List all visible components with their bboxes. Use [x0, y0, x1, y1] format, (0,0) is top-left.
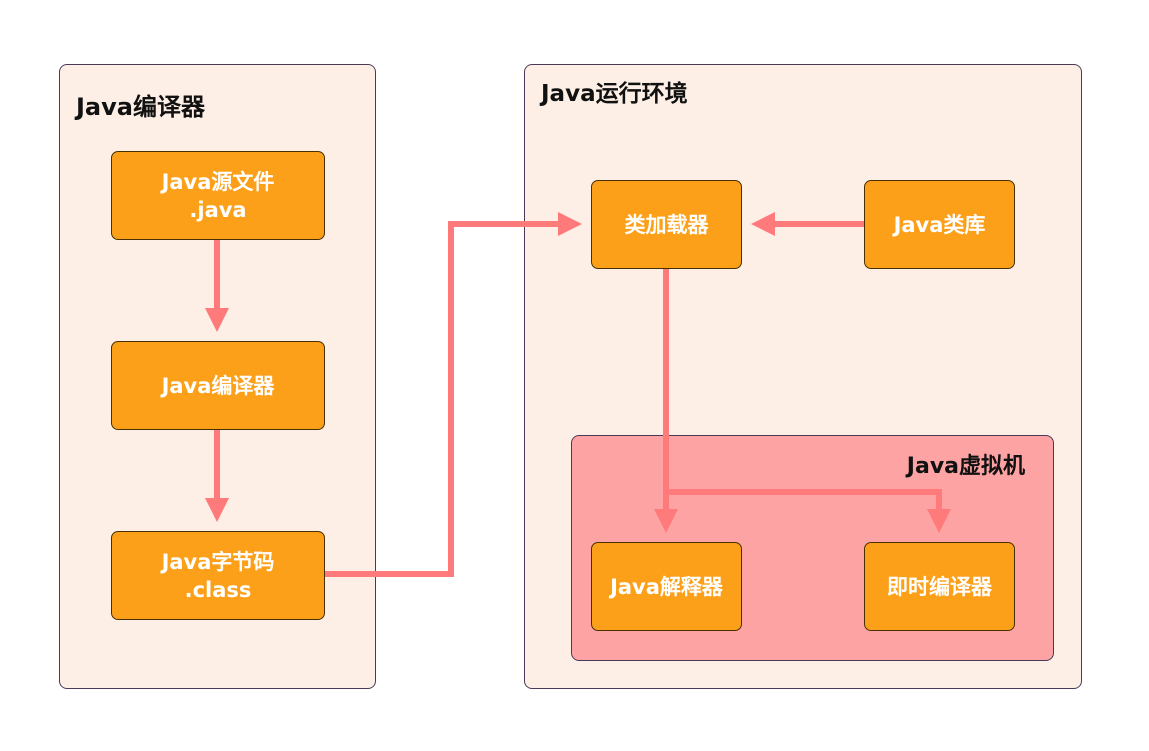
java-bytecode-node: Java字节码 .class [111, 531, 325, 620]
jit-compiler-label: 即时编译器 [887, 574, 992, 599]
jit-compiler-node: 即时编译器 [864, 542, 1015, 631]
java-virtual-machine-group-title: Java虚拟机 [906, 454, 1025, 479]
java-compiler-node: Java编译器 [111, 341, 325, 430]
java-source-file-extension: .java [189, 197, 247, 222]
java-compiler-label: Java编译器 [161, 373, 275, 398]
java-compiler-group-title: Java编译器 [76, 93, 205, 121]
java-interpreter-node: Java解释器 [591, 542, 742, 631]
class-loader-node: 类加载器 [591, 180, 742, 269]
java-interpreter-label: Java解释器 [610, 574, 723, 599]
java-class-library-label: Java类库 [893, 212, 986, 237]
java-runtime-group-title: Java运行环境 [541, 81, 688, 107]
java-source-file-label: Java源文件 [161, 169, 275, 194]
java-bytecode-extension: .class [184, 577, 252, 602]
class-loader-label: 类加载器 [624, 212, 709, 237]
java-source-file-node: Java源文件 .java [111, 151, 325, 240]
java-class-library-node: Java类库 [864, 180, 1015, 269]
java-bytecode-label: Java字节码 [161, 549, 275, 574]
